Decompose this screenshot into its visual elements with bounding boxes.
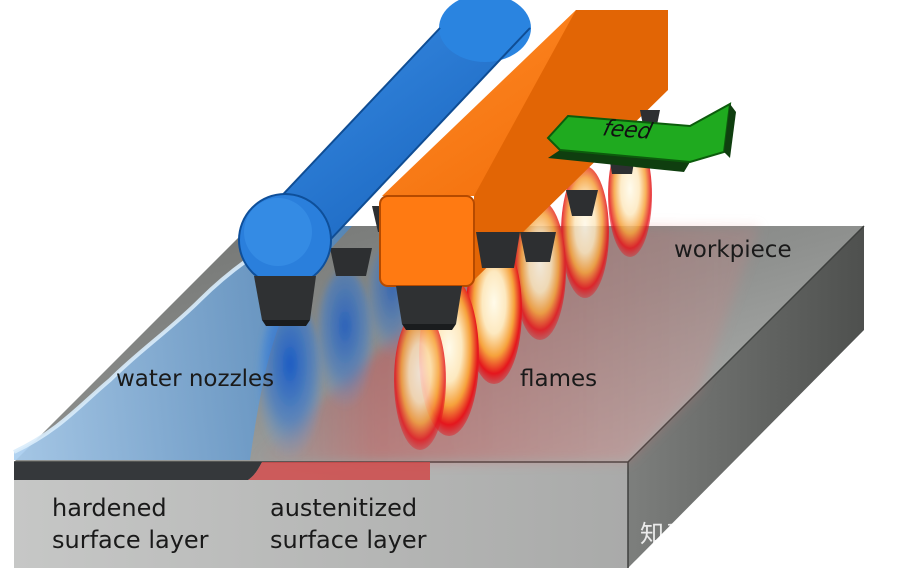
burner-nozzle [566, 190, 598, 216]
workpiece-front-face [14, 462, 628, 568]
flames-label: flames [520, 366, 598, 392]
burner-nozzle [520, 232, 556, 262]
austenitized-label-line2: surface layer [270, 526, 427, 554]
surface-layer-bands [14, 462, 430, 480]
hardened-surface-layer-label: hardened surface layer [52, 492, 209, 556]
austenitized-surface-layer-label: austenitized surface layer [270, 492, 427, 556]
hardened-band [14, 462, 262, 480]
austenitized-label-line1: austenitized [270, 494, 418, 522]
austenite-band [248, 462, 430, 480]
water-nozzle [330, 248, 372, 276]
water-nozzles-label: water nozzles [116, 366, 275, 392]
feed-label: feed [600, 116, 655, 145]
workpiece-side-face [628, 226, 864, 568]
feed-arrow [546, 102, 736, 172]
watermark: 知乎 @机器人产品圈 [640, 520, 874, 548]
burner-nozzle [396, 286, 462, 324]
water-nozzle [254, 276, 316, 320]
hardened-label-line2: surface layer [52, 526, 209, 554]
water-tube [238, 0, 531, 326]
workpiece-label: workpiece [674, 237, 792, 263]
hardened-label-line1: hardened [52, 494, 167, 522]
